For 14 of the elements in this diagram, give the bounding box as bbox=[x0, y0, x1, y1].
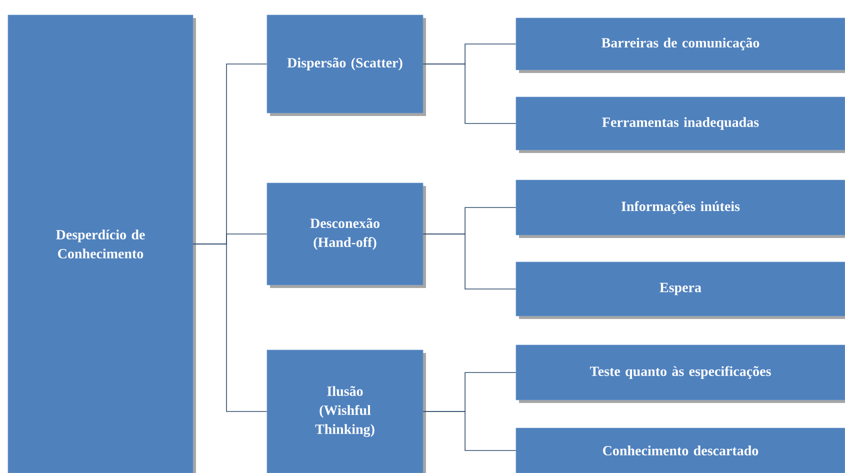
item-box: Ferramentas inadequadas bbox=[516, 96, 845, 153]
cause-box: Dispersão (Scatter) bbox=[266, 14, 426, 116]
item-box: Teste quanto às especificações bbox=[516, 344, 845, 403]
connector bbox=[422, 64, 516, 124]
item-box: Informações inúteis bbox=[516, 180, 845, 238]
item-box: Conhecimento descartado bbox=[516, 428, 845, 473]
cause-box: Desconexão (Hand-off) bbox=[266, 182, 426, 288]
category-box: Desperdício de Conhecimento bbox=[8, 14, 196, 473]
item-box: Espera bbox=[516, 262, 845, 319]
connector bbox=[422, 234, 516, 290]
connector bbox=[422, 411, 516, 451]
item-box: Barreiras de comunicação bbox=[516, 18, 845, 73]
cause-box: Ilusão (Wishful Thinking) bbox=[266, 350, 426, 473]
connector bbox=[192, 244, 268, 412]
